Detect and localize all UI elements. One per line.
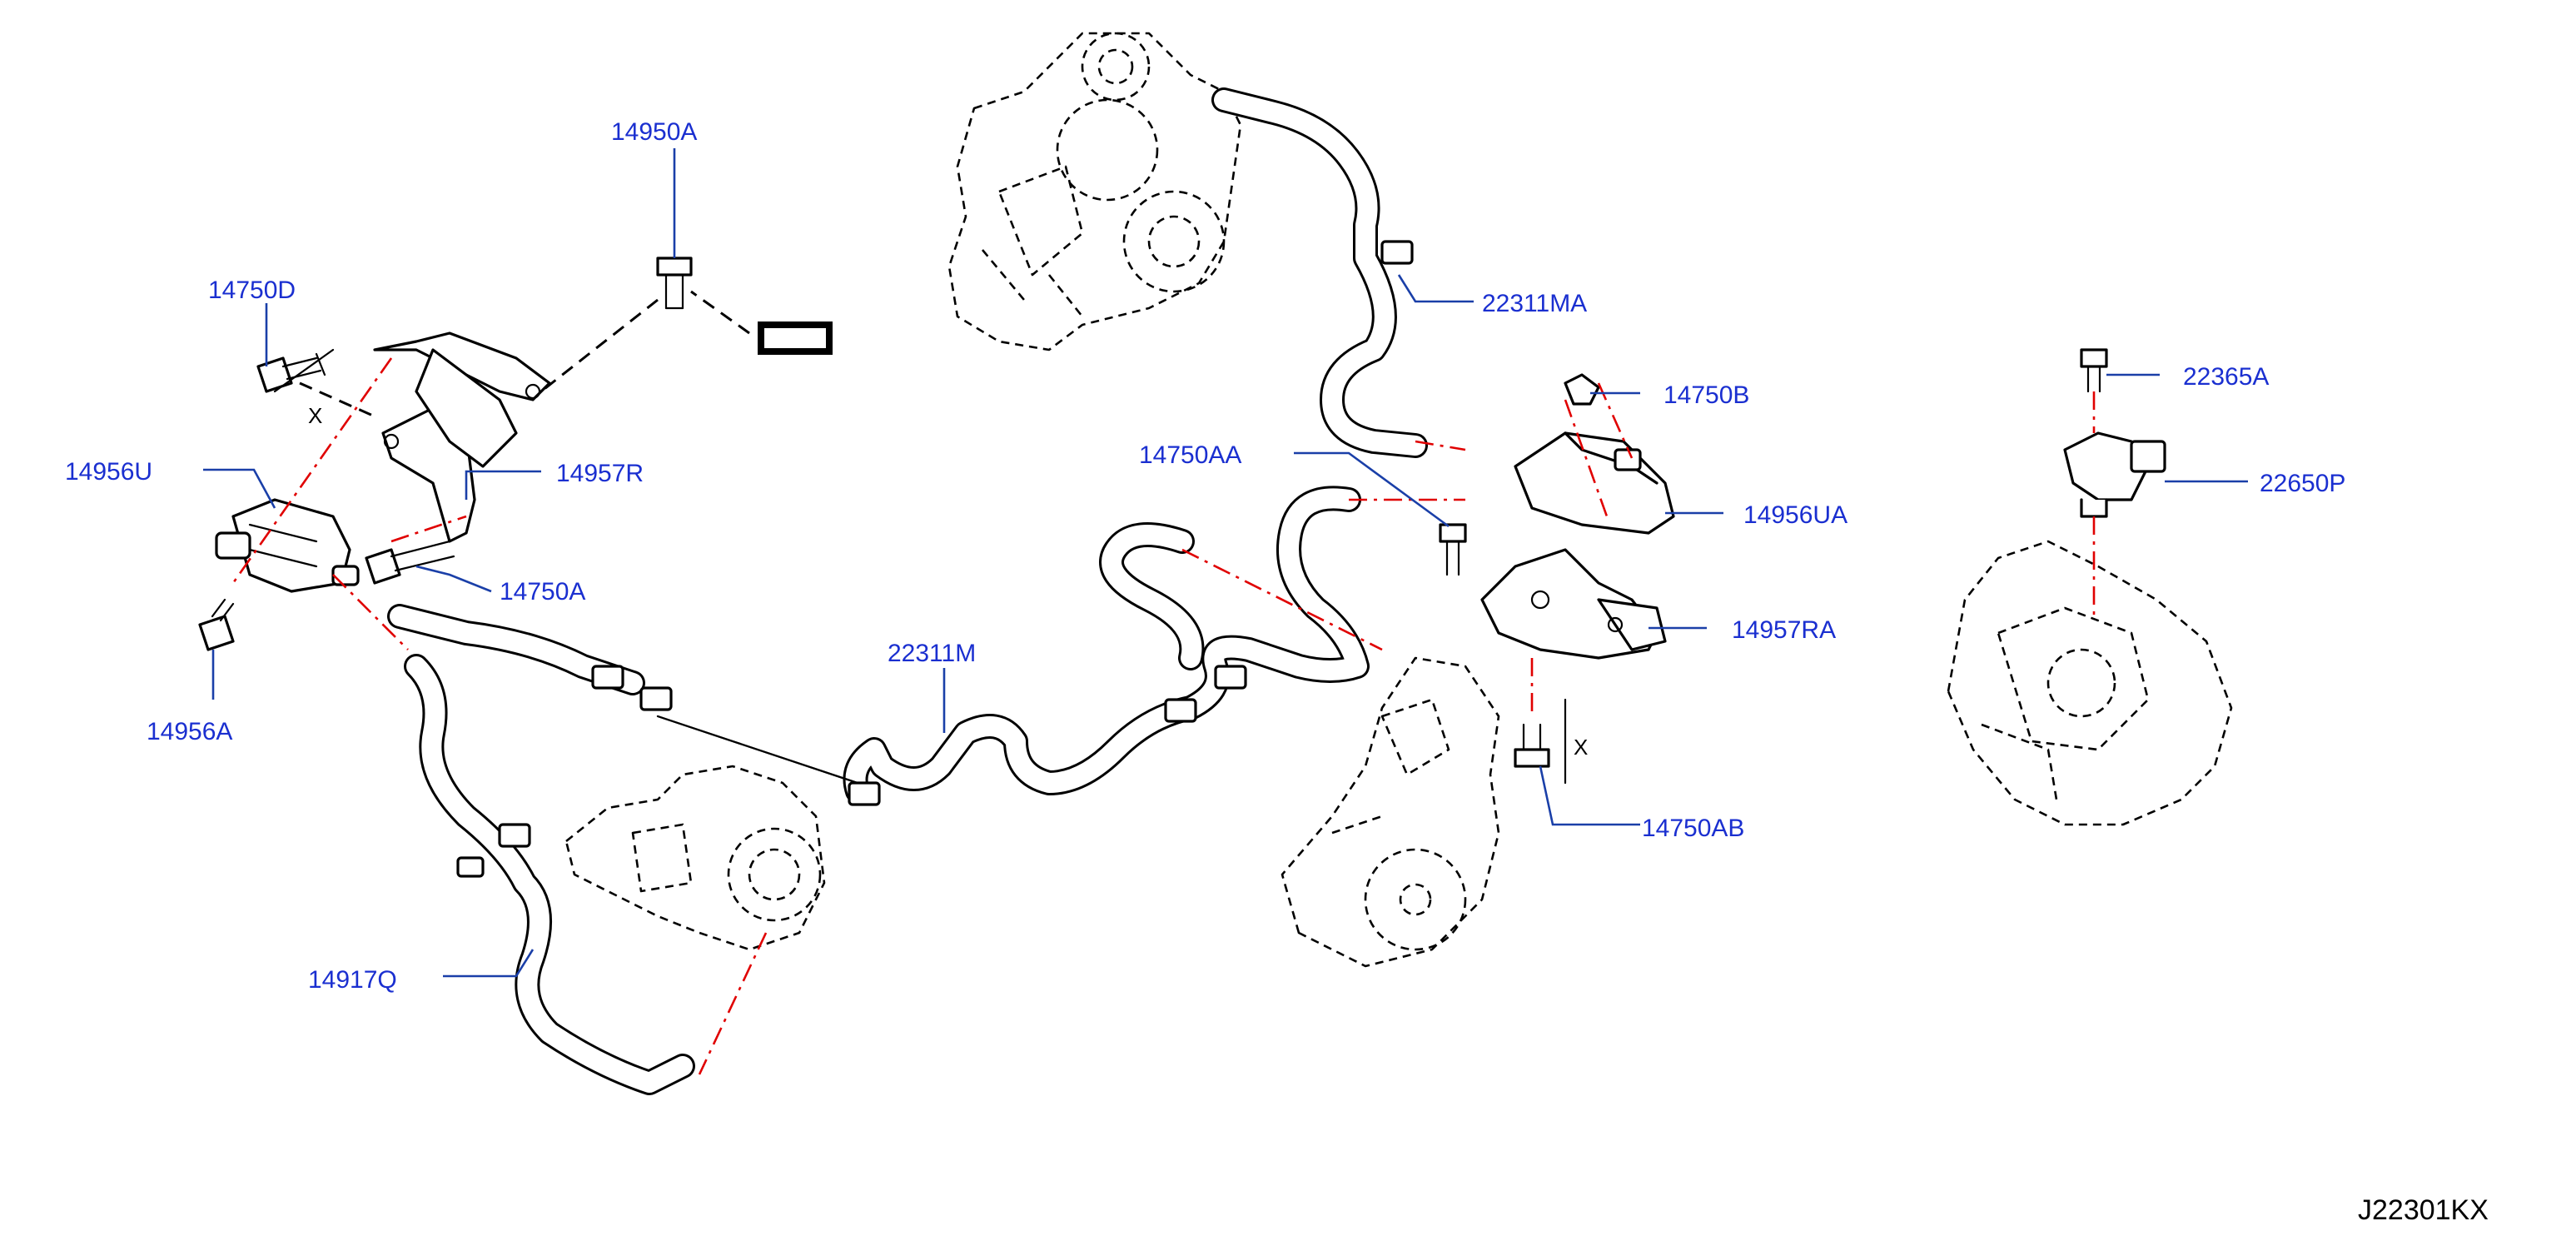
callout-14956ua: 14956UA [1743,501,1847,529]
callout-14950a: 14950A [611,118,697,146]
callout-14750ab: 14750AB [1642,815,1744,842]
callout-22311ma: 22311MA [1482,290,1587,317]
sensor-22650p [2063,431,2166,518]
figure-id: J22301KX [2358,1194,2489,1226]
dimension-mark-right: X [1564,698,1588,785]
bolt-14750d [256,352,326,393]
callout-22365a: 22365A [2183,363,2269,391]
bolt-14750a [365,540,455,585]
dimension-label-right: X [1574,735,1588,760]
hose-22311m [387,486,1370,804]
engine-top-center [947,32,1242,351]
callout-14750aa: 14750AA [1139,441,1241,469]
hose-clamps [456,240,1414,878]
callout-14750d: 14750D [208,277,296,304]
callout-14956a: 14956A [147,718,232,745]
dimension-mark-left: X [273,348,335,428]
hose-22311ma [1211,87,1428,458]
bolt-14950a [656,257,693,310]
torque-symbol [758,321,833,355]
hose-14917q [404,654,695,1095]
callout-22311m: 22311M [888,640,976,667]
callout-14957ra: 14957RA [1732,616,1836,644]
bracket-14957r [373,331,551,543]
callout-14957r: 14957R [556,460,644,487]
bolt-14956a [198,598,235,651]
bracket-14957ra [1480,548,1667,660]
connection-lines [231,290,2096,1075]
engine-throttle-lower [564,765,826,951]
bolt-14750aa [1439,523,1467,576]
callout-labels: 14950A 14750D 14956U 14957R 14750A 14956… [65,118,2345,994]
callout-14750b: 14750B [1663,381,1749,409]
leader-lines [203,148,2248,978]
solenoid-valve-14956u [215,498,360,593]
bolt-22365a [2080,348,2108,393]
callout-14956u: 14956U [65,458,152,486]
bolt-14750ab [1514,723,1550,768]
dimension-label-left: X [308,403,322,428]
nut-14750b [1564,373,1600,406]
callout-14750a: 14750A [500,578,585,606]
callout-22650p: 22650P [2260,470,2345,497]
engine-right [1947,540,2233,826]
engine-right-center [1281,656,1500,968]
callout-14917q: 14917Q [308,966,397,994]
